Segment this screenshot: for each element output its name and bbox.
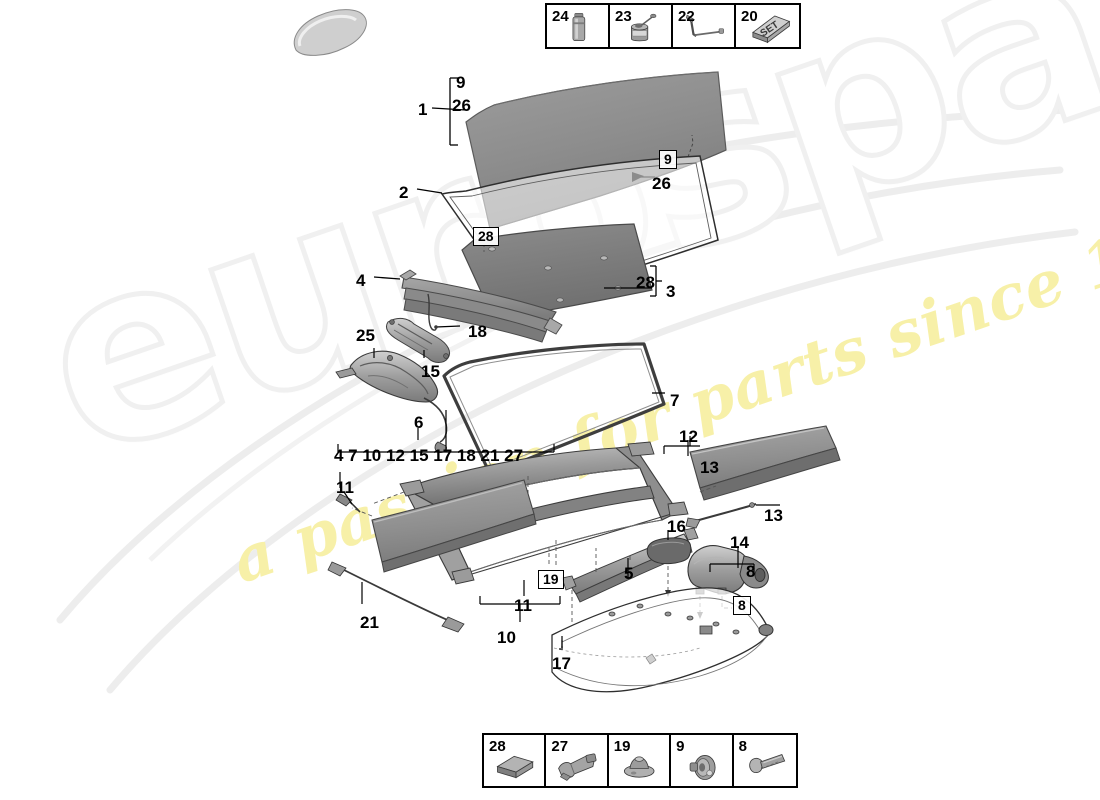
part-25-drive-unit	[335, 348, 439, 403]
legend-number-27: 27	[551, 738, 569, 755]
callout-8-boxed: 8	[733, 596, 751, 615]
legend-strip-top: 24 23 22	[545, 3, 801, 49]
part-14-drive-motor	[687, 545, 769, 619]
callout-11-upper: 11	[336, 478, 354, 497]
callout-6-frame-assembly: 6	[414, 413, 424, 432]
spray-can-icon	[572, 12, 586, 41]
legend-cell-27[interactable]: 27	[546, 735, 609, 786]
part-13-trim-rod	[685, 485, 780, 529]
callout-13-rod: 13	[764, 506, 783, 525]
callout-8-screw-upper: 8	[746, 562, 756, 581]
legend-number-19: 19	[613, 738, 631, 755]
leader-lines-group-1	[431, 77, 467, 146]
pan-head-screw-icon	[748, 753, 785, 773]
legend-number-23: 23	[615, 8, 632, 25]
callout-21-drive-cable: 21	[360, 613, 379, 632]
legend-cell-22[interactable]: 22	[673, 5, 736, 47]
callout-13-trim: 13	[700, 458, 719, 477]
callout-7-seal: 7	[670, 391, 680, 410]
callout-17-headliner: 17	[552, 654, 571, 673]
part-4-wind-deflector	[373, 269, 563, 343]
leader-11-upper	[343, 491, 353, 505]
callout-group-frame-contents: 4 7 10 12 15 17 18 21 27	[334, 446, 524, 465]
callout-3-insulation-mat: 3	[666, 282, 676, 301]
part-16-cover-cap	[646, 530, 692, 597]
part-15-guide-assembly	[385, 317, 451, 363]
grommet-plug-icon	[623, 756, 655, 778]
set-box-icon: SET	[752, 15, 791, 44]
callout-19-boxed: 19	[538, 570, 564, 589]
applicator-tool-icon	[685, 14, 724, 37]
pad-block-icon	[496, 755, 534, 779]
legend-cell-19[interactable]: 19	[609, 735, 672, 786]
legend-cell-23[interactable]: 23	[610, 5, 673, 47]
legend-number-20: 20	[741, 8, 758, 25]
callout-28-pad: 28	[636, 273, 655, 292]
part-7-roof-seal	[442, 342, 666, 476]
callout-18-cable: 18	[468, 322, 487, 341]
part-11-trim-strip	[351, 479, 561, 622]
legend-cell-8[interactable]: 8	[734, 735, 796, 786]
callout-10-guide-rail: 10	[497, 628, 516, 647]
legend-cell-9[interactable]: 9	[671, 735, 734, 786]
callout-16-cover-cap: 16	[667, 517, 686, 536]
part-21-drive-cable	[327, 472, 465, 633]
legend-number-24: 24	[552, 8, 569, 25]
callout-15-guide-assembly: 15	[421, 362, 440, 381]
callout-1-glass-roof-panel: 1	[418, 100, 428, 119]
legend-cell-24[interactable]: 24	[547, 5, 610, 47]
part-18-cable	[427, 293, 461, 331]
callout-12-cover-panel: 12	[679, 427, 698, 446]
callout-11-lower: 11	[514, 596, 532, 615]
callout-14-motor: 14	[730, 533, 749, 552]
callout-26-arrow: 26	[652, 174, 671, 193]
washer-nut-icon	[689, 754, 716, 780]
callout-9-washer: 9	[456, 73, 466, 92]
callout-5-rail: 5	[624, 564, 634, 583]
adhesive-jar-with-brush-icon	[631, 13, 657, 42]
callout-4-wind-deflector: 4	[356, 271, 366, 290]
legend-cell-28[interactable]: 28	[484, 735, 547, 786]
callout-9-boxed: 9	[659, 150, 677, 169]
bracket-clip-icon	[558, 753, 597, 781]
legend-number-22: 22	[678, 8, 695, 25]
callout-25-drive-unit: 25	[356, 326, 375, 345]
legend-strip-bottom: 28 27 19	[482, 733, 798, 788]
legend-number-28: 28	[489, 738, 506, 755]
legend-number-9: 9	[676, 738, 685, 755]
legend-cell-20[interactable]: 20 SET	[736, 5, 799, 47]
legend-number-8: 8	[738, 738, 747, 755]
callout-2-roof-glass: 2	[399, 183, 409, 202]
part-small-cover-blob	[293, 9, 367, 56]
part-17-headliner-panel	[551, 587, 774, 693]
callout-28-boxed-upper: 28	[473, 227, 499, 246]
part-12-cover-panel	[663, 425, 841, 501]
callout-26-adhesive: 26	[452, 96, 471, 115]
